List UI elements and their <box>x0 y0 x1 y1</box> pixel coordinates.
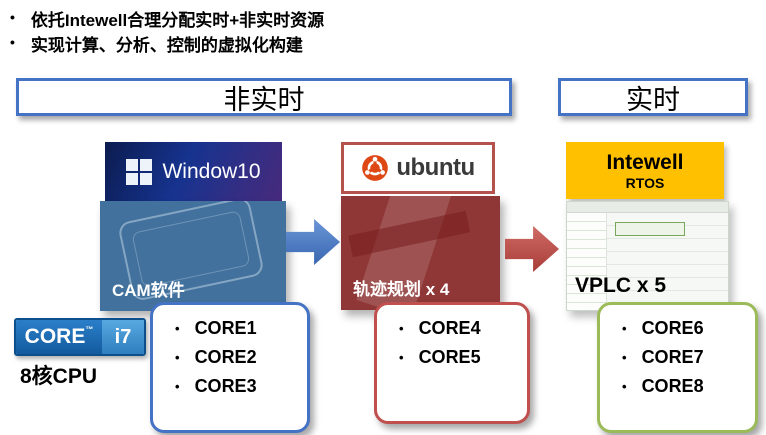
core-label: CORE4 <box>418 318 481 338</box>
windows-logo-pane <box>126 158 139 171</box>
windows10-image: Window10 <box>105 142 282 201</box>
rtos-label: RTOS <box>625 174 665 191</box>
core-list-intewell: • CORE6 • CORE7 • CORE8 <box>597 302 758 433</box>
core-brand: CORE <box>24 325 86 348</box>
core-item: • CORE1 <box>175 318 307 339</box>
windows-logo-pane <box>140 158 153 171</box>
core-item: • CORE2 <box>175 347 307 368</box>
bullet-glyph: • <box>622 350 627 365</box>
core-item: • CORE5 <box>399 347 527 368</box>
ubuntu-image: ubuntu <box>341 142 495 194</box>
ubuntu-logo-icon <box>362 155 389 181</box>
cam-software-label: CAM软件 <box>112 281 185 300</box>
bullet-point: • 依托Intewell合理分配实时+非实时资源 <box>10 6 324 31</box>
screenshot-toolbar <box>567 202 728 213</box>
bullet-point: • 实现计算、分析、控制的虚拟化构建 <box>10 31 303 56</box>
arrow-right-blue-icon <box>286 219 340 265</box>
bullet-glyph: • <box>175 321 180 336</box>
trajectory-planning-label: 轨迹规划 x 4 <box>353 280 450 299</box>
core-logo-text: CORE ™ <box>16 320 102 354</box>
bullet-glyph: • <box>10 9 15 25</box>
core-label: CORE3 <box>194 376 257 396</box>
core-label: CORE7 <box>641 347 704 367</box>
header-non-realtime: 非实时 <box>16 78 512 116</box>
core-model: i7 <box>102 320 144 354</box>
bullet-text: 依托Intewell合理分配实时+非实时资源 <box>30 11 325 30</box>
core-label: CORE2 <box>194 347 257 367</box>
bullet-text: 实现计算、分析、控制的虚拟化构建 <box>30 36 303 55</box>
bullet-glyph: • <box>399 321 404 336</box>
vplc-label: VPLC x 5 <box>575 274 667 297</box>
windows-logo-icon <box>126 158 153 185</box>
bullet-glyph: • <box>399 350 404 365</box>
core-item: • CORE6 <box>622 318 755 339</box>
cpu-count-label: 8核CPU <box>20 365 98 388</box>
vplc-screenshot: VPLC x 5 <box>566 201 729 311</box>
core-item: • CORE8 <box>622 376 755 397</box>
core-item: • CORE7 <box>622 347 755 368</box>
windows-logo-pane <box>126 172 139 185</box>
screenshot-panel <box>615 222 685 236</box>
header-label: 非实时 <box>223 84 305 115</box>
core-list-windows: • CORE1 • CORE2 • CORE3 <box>150 302 310 433</box>
bullet-glyph: • <box>10 34 15 50</box>
bullet-glyph: • <box>175 350 180 365</box>
windows-logo-pane <box>140 172 153 185</box>
screenshot-sidebar <box>567 213 607 310</box>
bullet-glyph: • <box>175 379 180 394</box>
core-label: CORE6 <box>641 318 704 338</box>
trajectory-planning-box: 轨迹规划 x 4 <box>341 196 500 310</box>
trademark-symbol: ™ <box>85 325 94 334</box>
intel-core-i7-logo: CORE ™ i7 <box>14 318 146 356</box>
bullet-glyph: • <box>622 321 627 336</box>
header-realtime: 实时 <box>558 78 748 116</box>
core-item: • CORE3 <box>175 376 307 397</box>
cam-software-box: CAM软件 <box>100 201 286 311</box>
core-label: CORE1 <box>194 318 257 338</box>
header-label: 实时 <box>626 84 680 115</box>
core-label: CORE8 <box>641 376 704 396</box>
windows-label: Window10 <box>162 159 261 183</box>
core-item: • CORE4 <box>399 318 527 339</box>
bullet-glyph: • <box>622 379 627 394</box>
ubuntu-label: ubuntu <box>396 154 475 181</box>
intewell-rtos-box: Intewell RTOS <box>566 142 724 199</box>
core-label: CORE5 <box>418 347 481 367</box>
arrow-right-red-icon <box>505 226 559 272</box>
intewell-label: Intewell <box>606 150 684 174</box>
core-list-ubuntu: • CORE4 • CORE5 <box>374 302 530 424</box>
